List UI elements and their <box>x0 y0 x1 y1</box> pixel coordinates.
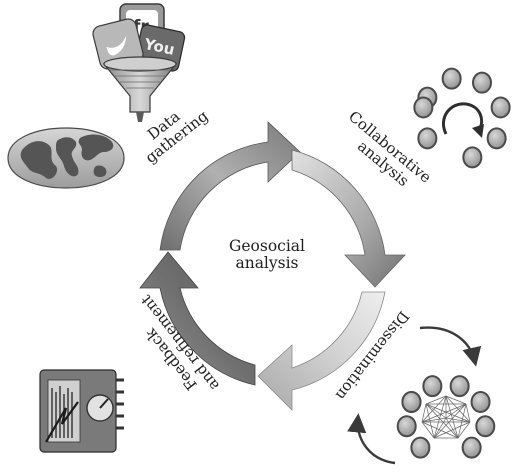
center-label-line2: analysis <box>235 254 299 272</box>
people-circle-icon <box>413 67 511 169</box>
network-edge <box>433 403 467 439</box>
person-node <box>462 146 483 169</box>
arrow-from-network <box>347 413 396 465</box>
network-edge <box>445 395 467 405</box>
bird-icon <box>106 35 127 56</box>
network-edge <box>445 417 459 439</box>
person-node <box>413 96 434 119</box>
network-node <box>396 415 417 438</box>
network-edge <box>421 395 447 423</box>
network-node <box>461 436 482 459</box>
network-edge <box>421 403 467 423</box>
network-edge <box>421 421 435 439</box>
network-edge <box>445 403 467 419</box>
arrow-data-gathering <box>159 121 301 251</box>
network-edge <box>445 417 471 423</box>
circular-arrow-icon <box>442 102 483 135</box>
person-node <box>486 127 507 150</box>
network-edge <box>425 403 447 419</box>
center-label-line1: Geosocial <box>228 237 305 255</box>
network-node <box>470 390 491 413</box>
network-edge <box>421 421 459 439</box>
circular-arrow-head <box>472 124 484 138</box>
arrow-feedback <box>139 251 256 386</box>
network-edge <box>421 403 427 423</box>
network-edge <box>433 395 447 439</box>
network-node <box>422 375 443 398</box>
network-edge <box>445 395 471 423</box>
person-node <box>417 127 438 150</box>
person-node <box>490 96 511 119</box>
network-node <box>410 436 431 459</box>
world-map-icon <box>7 127 125 189</box>
network-edge <box>425 403 459 439</box>
network-edge <box>433 421 471 439</box>
network-edge <box>445 395 459 439</box>
social-media-funnel-icon: fr You ube <box>92 3 186 122</box>
network-node <box>401 390 422 413</box>
network-node <box>475 415 496 438</box>
network-edge <box>433 417 447 439</box>
network-edge <box>425 395 447 405</box>
person-node <box>472 71 492 94</box>
person-node <box>441 67 462 90</box>
network-edge <box>421 417 447 423</box>
arrow-collaborative-analysis <box>291 149 406 288</box>
center-label: Geosocial analysis <box>226 238 308 272</box>
arrow-dissemination <box>257 291 386 411</box>
network-graph-icon <box>396 375 496 459</box>
network-edge <box>457 421 471 439</box>
gauge-device-icon <box>39 369 124 453</box>
arrow-to-network <box>419 326 482 367</box>
network-edge <box>465 403 471 423</box>
network-node <box>449 375 470 398</box>
